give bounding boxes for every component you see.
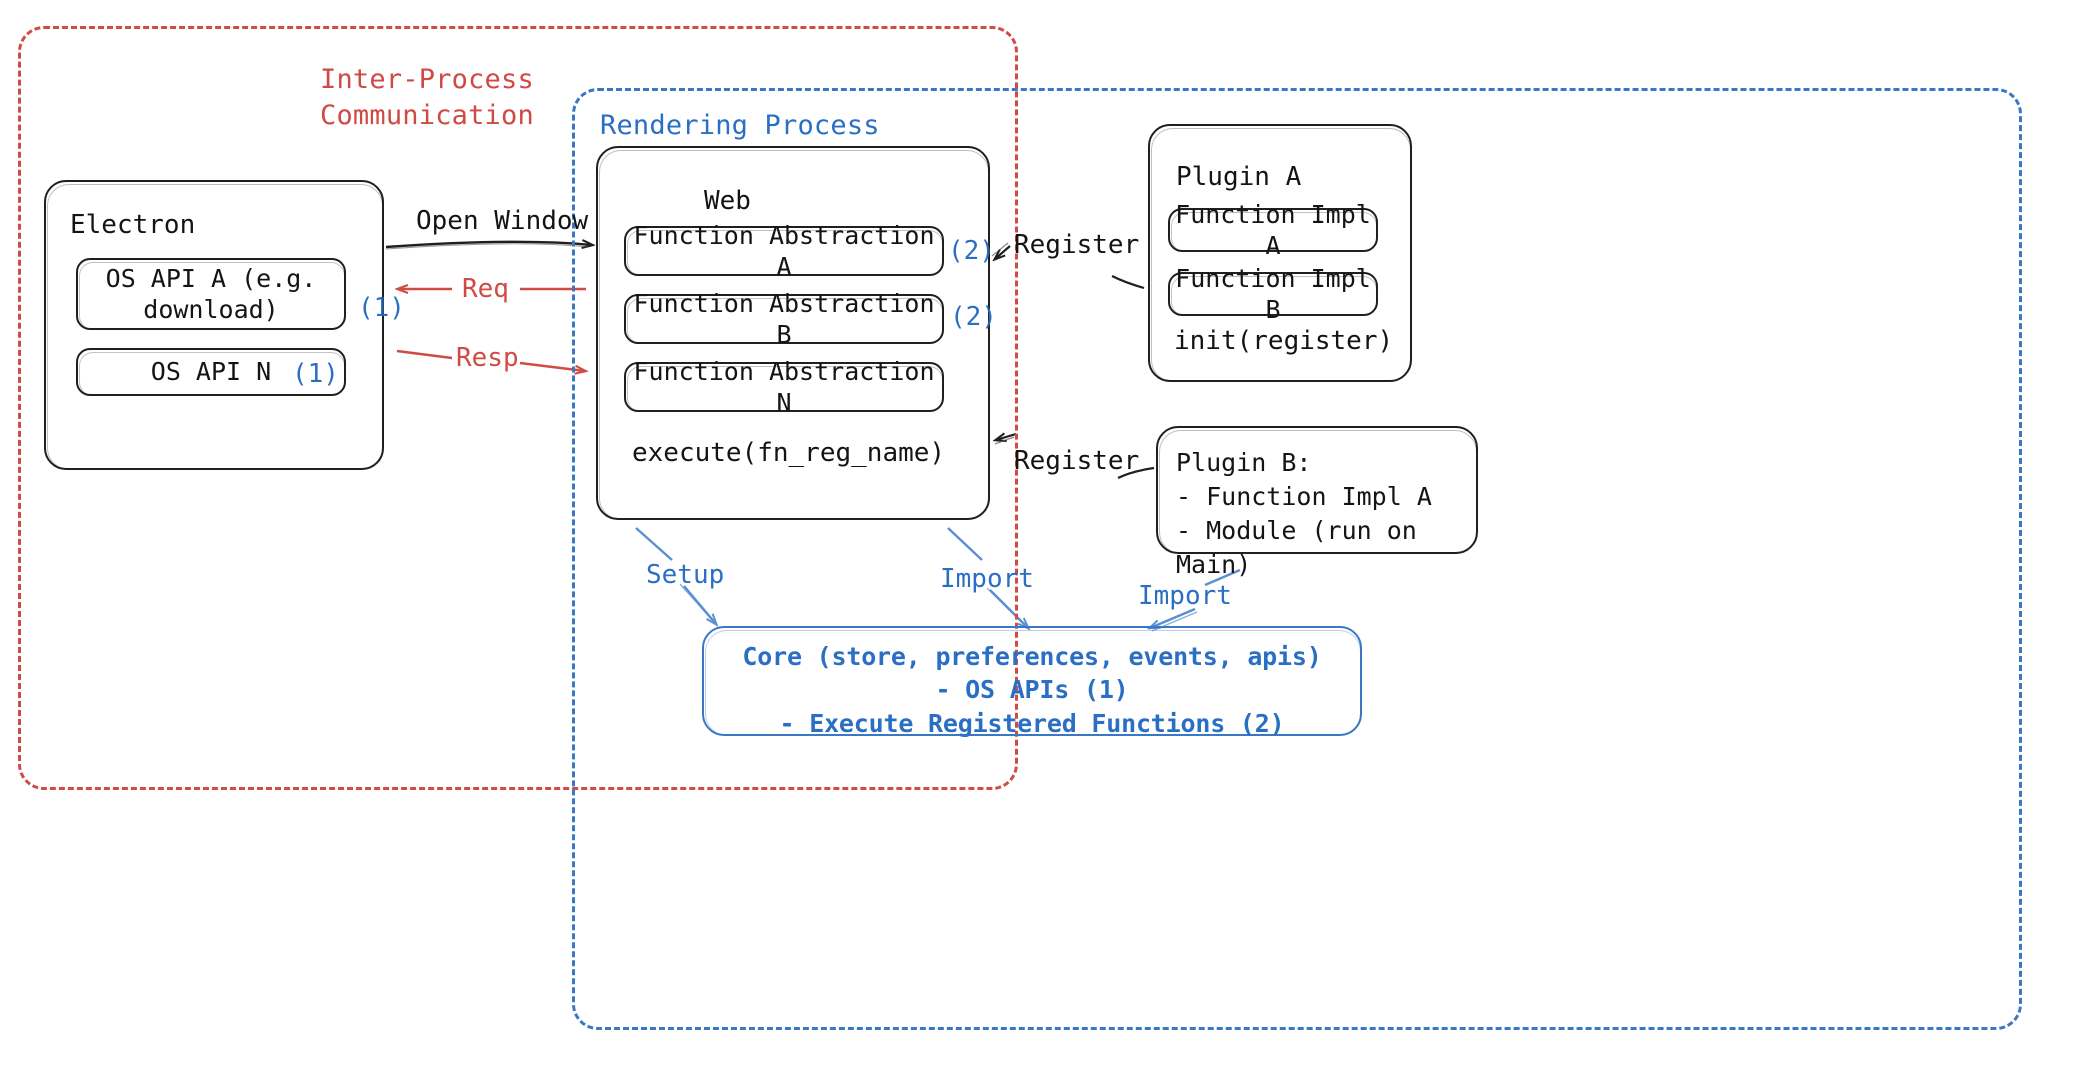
os-api-a-label: OS API A (e.g. download) (105, 263, 317, 324)
plugin-a-function-impl-a-label: Function Impl A (1175, 199, 1371, 260)
web-title: Web (704, 186, 751, 216)
function-abstraction-n-box[interactable]: Function Abstraction N (624, 357, 944, 417)
os-api-n-box[interactable]: OS API N (76, 348, 346, 396)
function-abstraction-n-label: Function Abstraction N (633, 356, 935, 417)
plugin-a-title: Plugin A (1176, 162, 1302, 192)
function-abstraction-b-tag: (2) (950, 302, 997, 332)
group-rendering-process (572, 88, 2022, 1030)
os-api-n-label: OS API N (150, 357, 272, 387)
web-box[interactable]: Web Function Abstraction A (2) Function … (596, 146, 997, 520)
edge-label-import-plugin-b: Import (1138, 581, 1232, 611)
edge-label-open-window: Open Window (416, 206, 589, 236)
plugin-b-text: Plugin B: - Function Impl A - Module (ru… (1176, 448, 1432, 579)
plugin-a-init-label: init(register) (1174, 326, 1394, 356)
web-execute-label: execute(fn_reg_name) (632, 438, 946, 468)
function-abstraction-b-label: Function Abstraction B (633, 288, 935, 349)
group-inter-process-communication (18, 26, 1018, 790)
os-api-a-box[interactable]: OS API A (e.g. download) (76, 258, 346, 330)
function-abstraction-a-tag: (2) (948, 236, 995, 266)
core-box[interactable]: Core (store, preferences, events, apis) … (702, 626, 1362, 738)
edge-label-register-top: Register (1014, 230, 1140, 260)
group-title-ipc: Inter-Process Communication (320, 64, 534, 132)
function-abstraction-b-box[interactable]: Function Abstraction B (624, 289, 944, 349)
function-abstraction-a-label: Function Abstraction A (633, 220, 935, 281)
plugin-a-function-impl-b-label: Function Impl B (1175, 263, 1371, 324)
plugin-a-box[interactable]: Plugin A Function Impl A Function Impl B… (1148, 124, 1412, 382)
edge-label-req: Req (462, 274, 509, 304)
plugin-a-function-impl-a-box[interactable]: Function Impl A (1168, 200, 1378, 260)
os-api-a-tag: (1) (358, 293, 405, 323)
os-api-n-tag: (1) (292, 359, 339, 389)
electron-title: Electron (70, 210, 196, 240)
group-title-rendering-process: Rendering Process (600, 110, 880, 141)
edge-label-register-bottom: Register (1014, 446, 1140, 476)
edge-label-import-web: Import (940, 564, 1034, 594)
plugin-b-box[interactable]: Plugin B: - Function Impl A - Module (ru… (1156, 426, 1478, 579)
edge-label-setup: Setup (646, 560, 725, 590)
edge-label-resp: Resp (456, 343, 519, 373)
core-text: Core (store, preferences, events, apis) … (742, 642, 1322, 738)
electron-box[interactable]: Electron OS API A (e.g. download) (1) OS… (44, 180, 405, 470)
plugin-a-function-impl-b-box[interactable]: Function Impl B (1168, 264, 1378, 324)
function-abstraction-a-box[interactable]: Function Abstraction A (624, 221, 944, 281)
